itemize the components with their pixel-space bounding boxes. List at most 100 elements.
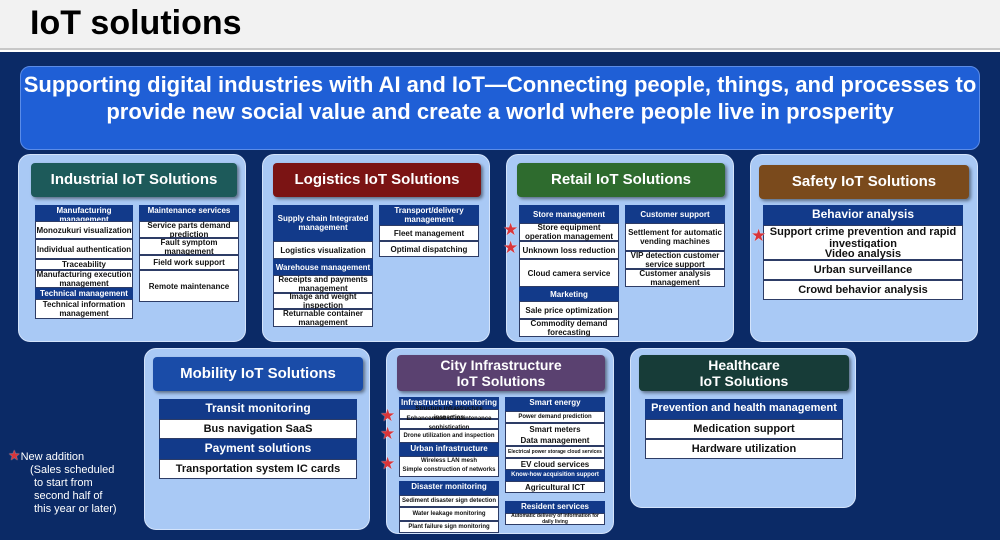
city-title-line1: City Infrastructure (440, 357, 562, 373)
fault-symptom-item: Fault symptom management (139, 238, 239, 256)
logistics-title: Logistics IoT Solutions (273, 163, 481, 197)
legend-line-3: to start from (34, 477, 93, 489)
crime-prevention-item: Support crime prevention and rapid inves… (763, 225, 963, 251)
new-star-icon: ★ (380, 406, 396, 425)
mission-banner: Supporting digital industries with AI an… (20, 66, 980, 150)
smart-meters-item: Smart meters (505, 423, 605, 435)
marketing-category: Marketing (519, 287, 619, 301)
legend-line-2: (Sales scheduled (30, 464, 115, 476)
power-storage-item: Electrical power storage cloud services (505, 446, 605, 458)
city-title-line2: IoT Solutions (456, 373, 546, 389)
agricultural-ict-item: Agricultural ICT (505, 481, 605, 493)
retail-panel: Retail IoT Solutions Store management St… (503, 154, 734, 342)
technical-category: Technical management (35, 288, 133, 299)
warehouse-category: Warehouse management (273, 259, 373, 275)
legend-line-4: second half of (34, 490, 103, 502)
sale-price-item: Sale price optimization (519, 301, 619, 319)
new-star-icon: ★ (751, 226, 767, 245)
healthcare-panel: Healthcare IoT Solutions Prevention and … (630, 348, 856, 508)
healthcare-title-line2: IoT Solutions (699, 373, 789, 389)
bus-navigation-item: Bus navigation SaaS (159, 419, 357, 439)
resident-category: Resident services (505, 501, 605, 513)
dispatching-item: Optimal dispatching (379, 241, 479, 257)
smart-energy-category: Smart energy (505, 397, 605, 411)
field-work-item: Field work support (139, 255, 239, 270)
wireless-lan-item: Wireless LAN mesh (399, 456, 499, 465)
prevention-category: Prevention and health management (645, 399, 843, 419)
retail-title: Retail IoT Solutions (517, 163, 725, 197)
power-demand-item: Power demand prediction (505, 411, 605, 423)
drone-item: Drone utilization and inspection (399, 429, 499, 443)
monozukuri-item: Monozukuri visualization (35, 221, 133, 239)
cloud-camera-item: Cloud camera service (519, 259, 619, 287)
new-star-icon: ★ (8, 447, 21, 463)
legend-line-5: this year or later) (34, 503, 117, 515)
safety-panel: Safety IoT Solutions Behavior analysis S… (750, 154, 978, 342)
store-mgmt-category: Store management (519, 205, 619, 223)
mes-item: Manufacturing execution management (35, 270, 133, 288)
industrial-panel: Industrial IoT Solutions Manufacturing m… (18, 154, 246, 342)
mobility-title: Mobility IoT Solutions (153, 357, 363, 391)
video-analysis-item: Video analysis (763, 248, 963, 260)
demand-forecast-item: Commodity demand forecasting (519, 319, 619, 337)
hardware-item: Hardware utilization (645, 439, 843, 459)
techinfo-item: Technical information management (35, 299, 133, 319)
remote-maint-item: Remote maintenance (139, 270, 239, 302)
slide-body: Supporting digital industries with AI an… (0, 52, 1000, 540)
supply-chain-category: Supply chain Integrated management (273, 205, 373, 241)
urban-surveillance-item: Urban surveillance (763, 260, 963, 280)
plant-failure-item: Plant failure sign monitoring (399, 521, 499, 533)
vending-item: Settlement for automatic vending machine… (625, 223, 725, 251)
ev-cloud-item: EV cloud services (505, 458, 605, 470)
safety-title: Safety IoT Solutions (759, 165, 969, 199)
urban-infra-category: Urban infrastructure (399, 443, 499, 456)
traceability-item: Traceability (35, 259, 133, 270)
image-weight-item: Image and weight inspection (273, 292, 373, 310)
behavior-category: Behavior analysis (763, 205, 963, 225)
crowd-behavior-item: Crowd behavior analysis (763, 280, 963, 300)
transport-category: Transport/delivery management (379, 205, 479, 225)
new-addition-legend: ★New addition (Sales scheduled to start … (8, 447, 117, 516)
knowhow-category: Know-how acquisition support (505, 470, 605, 481)
transit-monitoring-category: Transit monitoring (159, 399, 357, 419)
mobility-panel: Mobility IoT Solutions Transit monitorin… (144, 348, 370, 530)
structure-inspection-item: Structure infrastructure inspection (399, 406, 499, 421)
simple-networks-item: Simple construction of networks (399, 465, 499, 477)
logistics-vis-item: Logistics visualization (273, 241, 373, 259)
healthcare-title: Healthcare IoT Solutions (639, 355, 849, 391)
sediment-item: Sediment disaster sign detection (399, 495, 499, 507)
disaster-category: Disaster monitoring (399, 481, 499, 495)
logistics-panel: Logistics IoT Solutions Supply chain Int… (262, 154, 490, 342)
vip-detection-item: VIP detection customer service support (625, 251, 725, 269)
auth-item: Individual authentication (35, 239, 133, 259)
daily-info-item: Automatic delivery of information for da… (505, 513, 605, 525)
legend-line-1: New addition (20, 451, 85, 463)
receipts-item: Receipts and payments management (273, 275, 373, 293)
title-bar: IoT solutions (0, 0, 1000, 50)
medication-item: Medication support (645, 419, 843, 439)
manufacturing-category: Manufacturing management (35, 205, 133, 224)
new-star-icon: ★ (380, 424, 396, 443)
ic-cards-item: Transportation system IC cards (159, 459, 357, 479)
water-leakage-item: Water leakage monitoring (399, 507, 499, 521)
payment-category: Payment solutions (159, 439, 357, 459)
city-title: City Infrastructure IoT Solutions (397, 355, 605, 391)
parts-demand-item: Service parts demand prediction (139, 221, 239, 239)
page-title: IoT solutions (30, 4, 242, 42)
maintenance-category: Maintenance services (139, 205, 239, 221)
industrial-title: Industrial IoT Solutions (31, 163, 237, 197)
city-panel: City Infrastructure IoT Solutions Infras… (380, 348, 614, 534)
infra-monitoring-category: Infrastructure monitoring (399, 397, 499, 409)
healthcare-title-line1: Healthcare (708, 357, 780, 373)
new-star-icon: ★ (380, 454, 396, 473)
maintenance-sophistication-item: Enhancement of maintenance sophisticatio… (399, 416, 499, 431)
unknown-loss-item: Unknown loss reduction (519, 241, 619, 259)
new-star-icon: ★ (503, 220, 519, 239)
customer-support-category: Customer support (625, 205, 725, 223)
new-star-icon: ★ (503, 238, 519, 257)
data-management-item: Data management (505, 435, 605, 446)
customer-analysis-item: Customer analysis management (625, 269, 725, 287)
returnable-item: Returnable container management (273, 309, 373, 327)
fleet-item: Fleet management (379, 225, 479, 241)
store-equipment-item: Store equipment operation management (519, 223, 619, 241)
